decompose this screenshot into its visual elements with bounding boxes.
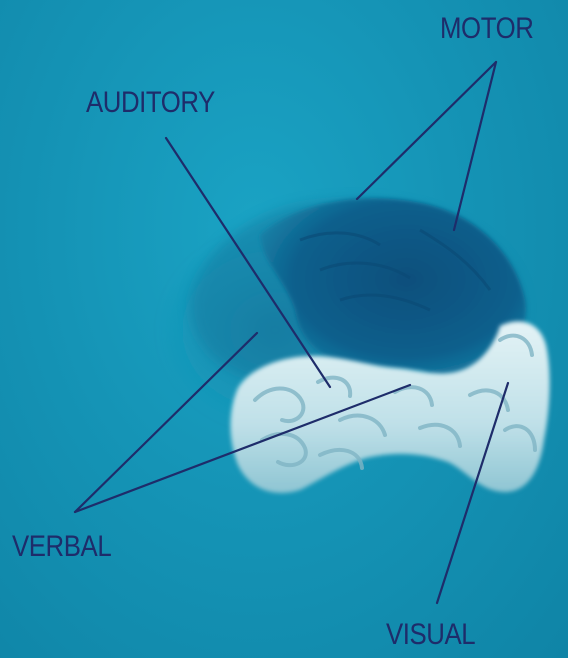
- label-auditory: AUDITORY: [86, 88, 215, 118]
- motor-pointer-line-1: [357, 62, 496, 199]
- label-motor: MOTOR: [440, 14, 533, 44]
- label-verbal: VERBAL: [12, 532, 111, 562]
- label-visual: VISUAL: [386, 620, 475, 650]
- verbal-pointer-line-1: [75, 333, 257, 512]
- motor-pointer-line-2: [454, 62, 496, 230]
